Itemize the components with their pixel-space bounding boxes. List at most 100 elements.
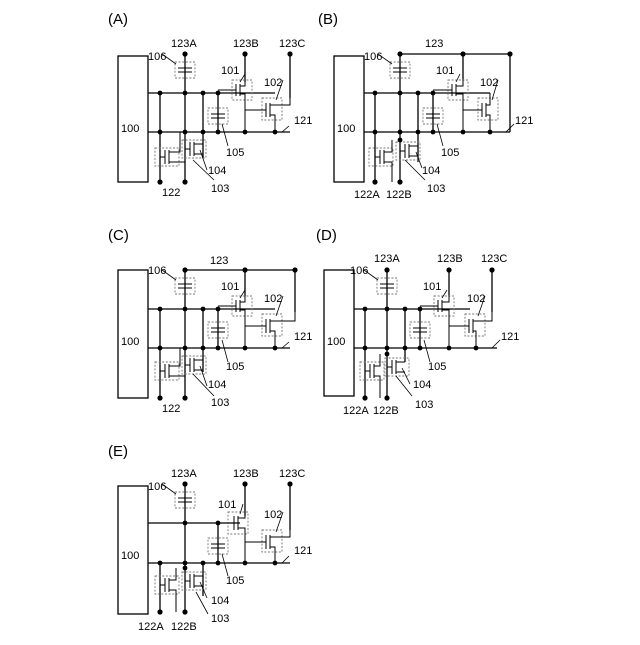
- transistor-102: [463, 93, 490, 132]
- label-106: 106: [148, 51, 166, 63]
- label-123: 123: [210, 255, 228, 267]
- transistor-104: [185, 348, 203, 372]
- transistor-102: [245, 312, 295, 348]
- label-103: 103: [211, 183, 229, 195]
- panel-title: (D): [316, 227, 337, 244]
- label-121: 121: [294, 545, 312, 557]
- label-121: 121: [515, 115, 533, 127]
- label-122b: 122B: [171, 621, 197, 633]
- label-123c: 123C: [279, 468, 305, 480]
- label-102: 102: [264, 509, 282, 521]
- transistor-102: [245, 98, 290, 132]
- panel-a: (A) 100 123A 123B 123C 106 101 102 121 1…: [108, 11, 312, 199]
- label-122a: 122A: [138, 621, 164, 633]
- label-105: 105: [226, 361, 244, 373]
- t103-box: [155, 576, 179, 594]
- label-103: 103: [211, 613, 229, 625]
- label-102: 102: [264, 77, 282, 89]
- label-123a: 123A: [374, 253, 400, 265]
- transistor-103: [160, 568, 176, 612]
- block-100: [324, 270, 354, 396]
- label-105: 105: [441, 147, 459, 159]
- label-106: 106: [148, 481, 166, 493]
- label-123b: 123B: [233, 468, 259, 480]
- block-label: 100: [121, 123, 139, 135]
- label-101: 101: [221, 65, 239, 77]
- t103-box: [155, 362, 179, 380]
- block-label: 100: [337, 123, 355, 135]
- terminal-leads: [245, 54, 290, 98]
- label-102: 102: [480, 77, 498, 89]
- label-102: 102: [467, 293, 485, 305]
- label-106: 106: [350, 265, 368, 277]
- panel-title: (A): [108, 11, 128, 28]
- label-122a: 122A: [354, 189, 380, 201]
- label-122a: 122A: [343, 405, 369, 417]
- transistor-104: [387, 360, 405, 374]
- bus-lines: [148, 93, 290, 132]
- label-123a: 123A: [171, 468, 197, 480]
- bus-lines: [148, 523, 290, 563]
- panel-c: (C) 100 123 106 101 102 121 105 104 103 …: [108, 227, 312, 415]
- label-104: 104: [211, 595, 229, 607]
- t103-box: [155, 148, 179, 166]
- block-label: 100: [121, 336, 139, 348]
- label-104: 104: [413, 379, 431, 391]
- panel-b: (B) 100 123 106 101 102 121 105 104 103 …: [318, 11, 533, 201]
- block-label: 100: [327, 336, 345, 348]
- panel-title: (C): [108, 227, 129, 244]
- block-100: [334, 56, 364, 182]
- label-122: 122: [162, 187, 180, 199]
- label-101: 101: [423, 281, 441, 293]
- label-123b: 123B: [233, 38, 259, 50]
- label-105: 105: [226, 575, 244, 587]
- label-103: 103: [427, 183, 445, 195]
- label-123a: 123A: [171, 38, 197, 50]
- label-104: 104: [422, 165, 440, 177]
- transistor-101: [218, 516, 245, 563]
- transistor-102: [449, 312, 492, 348]
- block-100: [118, 56, 148, 182]
- t102-box: [478, 98, 498, 120]
- t102-box: [465, 314, 485, 336]
- label-122b: 122B: [373, 405, 399, 417]
- label-103: 103: [211, 397, 229, 409]
- transistor-104: [400, 144, 418, 158]
- t103-box: [369, 148, 393, 166]
- label-105: 105: [428, 361, 446, 373]
- panel-title: (B): [318, 11, 338, 28]
- panel-e: (E) 100 123A 123B 123C 106 101 102 121 1…: [108, 443, 312, 633]
- label-105: 105: [226, 147, 244, 159]
- t102-box: [262, 314, 282, 336]
- label-104: 104: [208, 379, 226, 391]
- label-101: 101: [436, 65, 454, 77]
- label-121: 121: [294, 331, 312, 343]
- label-122b: 122B: [386, 189, 412, 201]
- transistor-103: [375, 140, 392, 182]
- panel-d: (D) 100 123A 123B 123C 106 101 102 121 1…: [316, 227, 519, 417]
- label-123b: 123B: [437, 253, 463, 265]
- label-123c: 123C: [279, 38, 305, 50]
- t102-box: [262, 98, 282, 120]
- label-102: 102: [264, 293, 282, 305]
- block-100: [118, 270, 148, 398]
- transistor-102: [245, 530, 290, 563]
- label-104: 104: [208, 165, 226, 177]
- label-123c: 123C: [481, 253, 507, 265]
- label-103: 103: [415, 399, 433, 411]
- panel-title: (E): [108, 443, 128, 460]
- label-123: 123: [425, 38, 443, 50]
- label-121: 121: [294, 115, 312, 127]
- label-101: 101: [218, 499, 236, 511]
- label-101: 101: [221, 281, 239, 293]
- transistor-104: [185, 574, 203, 588]
- label-106: 106: [148, 265, 166, 277]
- label-122: 122: [162, 403, 180, 415]
- transistor-104: [185, 132, 203, 156]
- transistor-103: [160, 348, 185, 378]
- transistor-103: [365, 354, 380, 398]
- label-106: 106: [364, 51, 382, 63]
- block-label: 100: [121, 550, 139, 562]
